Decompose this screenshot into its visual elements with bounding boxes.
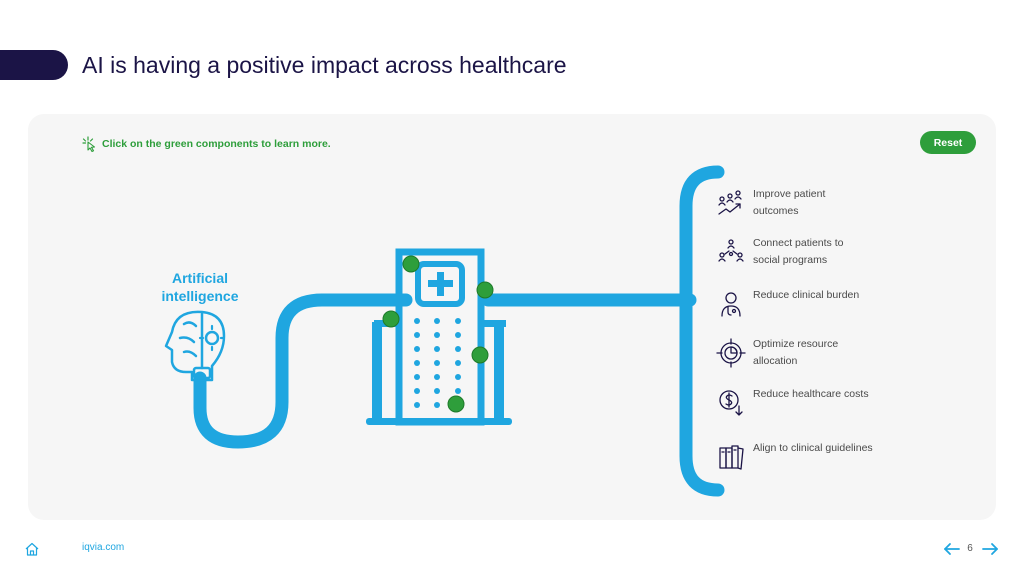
hotspot-4[interactable]	[471, 346, 489, 364]
benefit-improve-outcomes: Improve patient outcomes	[716, 186, 976, 226]
benefit-reduce-burden: Reduce clinical burden	[716, 287, 976, 327]
footer-website-link[interactable]: iqvia.com	[82, 542, 125, 553]
benefit-align-guidelines: Align to clinical guidelines	[716, 440, 976, 480]
dollar-down-icon	[719, 390, 743, 416]
instruction-hint: Click on the green components to learn m…	[82, 134, 331, 154]
benefit-label: Connect patients to social programs	[753, 237, 844, 266]
hotspot-1[interactable]	[402, 255, 420, 273]
benefit-label: Reduce healthcare costs	[753, 388, 869, 400]
page-title: AI is having a positive impact across he…	[82, 52, 567, 78]
benefit-label: Optimize resource allocation	[753, 338, 839, 367]
home-icon[interactable]	[24, 541, 40, 557]
clinician-icon	[721, 292, 741, 317]
people-network-icon	[718, 239, 744, 262]
benefit-reduce-costs: Reduce healthcare costs	[716, 386, 976, 426]
hotspot-5[interactable]	[447, 395, 465, 413]
books-icon	[719, 445, 744, 470]
arrow-right-icon[interactable]	[980, 539, 1000, 559]
hotspot-3[interactable]	[382, 310, 400, 328]
instruction-text: Click on the green components to learn m…	[102, 138, 331, 150]
benefit-label: Improve patient outcomes	[753, 188, 826, 217]
benefit-label: Align to clinical guidelines	[753, 442, 873, 454]
patients-trend-up-icon	[718, 190, 742, 215]
benefit-optimize-resources: Optimize resource allocation	[716, 336, 976, 376]
title-accent-tab	[0, 50, 68, 80]
target-chart-icon	[716, 338, 746, 368]
hotspot-2[interactable]	[476, 281, 494, 299]
page-number: 6	[967, 543, 973, 554]
click-pointer-icon	[82, 136, 96, 152]
arrow-left-icon[interactable]	[942, 539, 962, 559]
benefit-label: Reduce clinical burden	[753, 289, 860, 301]
ai-label: Artificial intelligence	[161, 270, 239, 304]
benefit-connect-social: Connect patients to social programs	[716, 235, 976, 275]
reset-button[interactable]: Reset	[920, 131, 976, 154]
